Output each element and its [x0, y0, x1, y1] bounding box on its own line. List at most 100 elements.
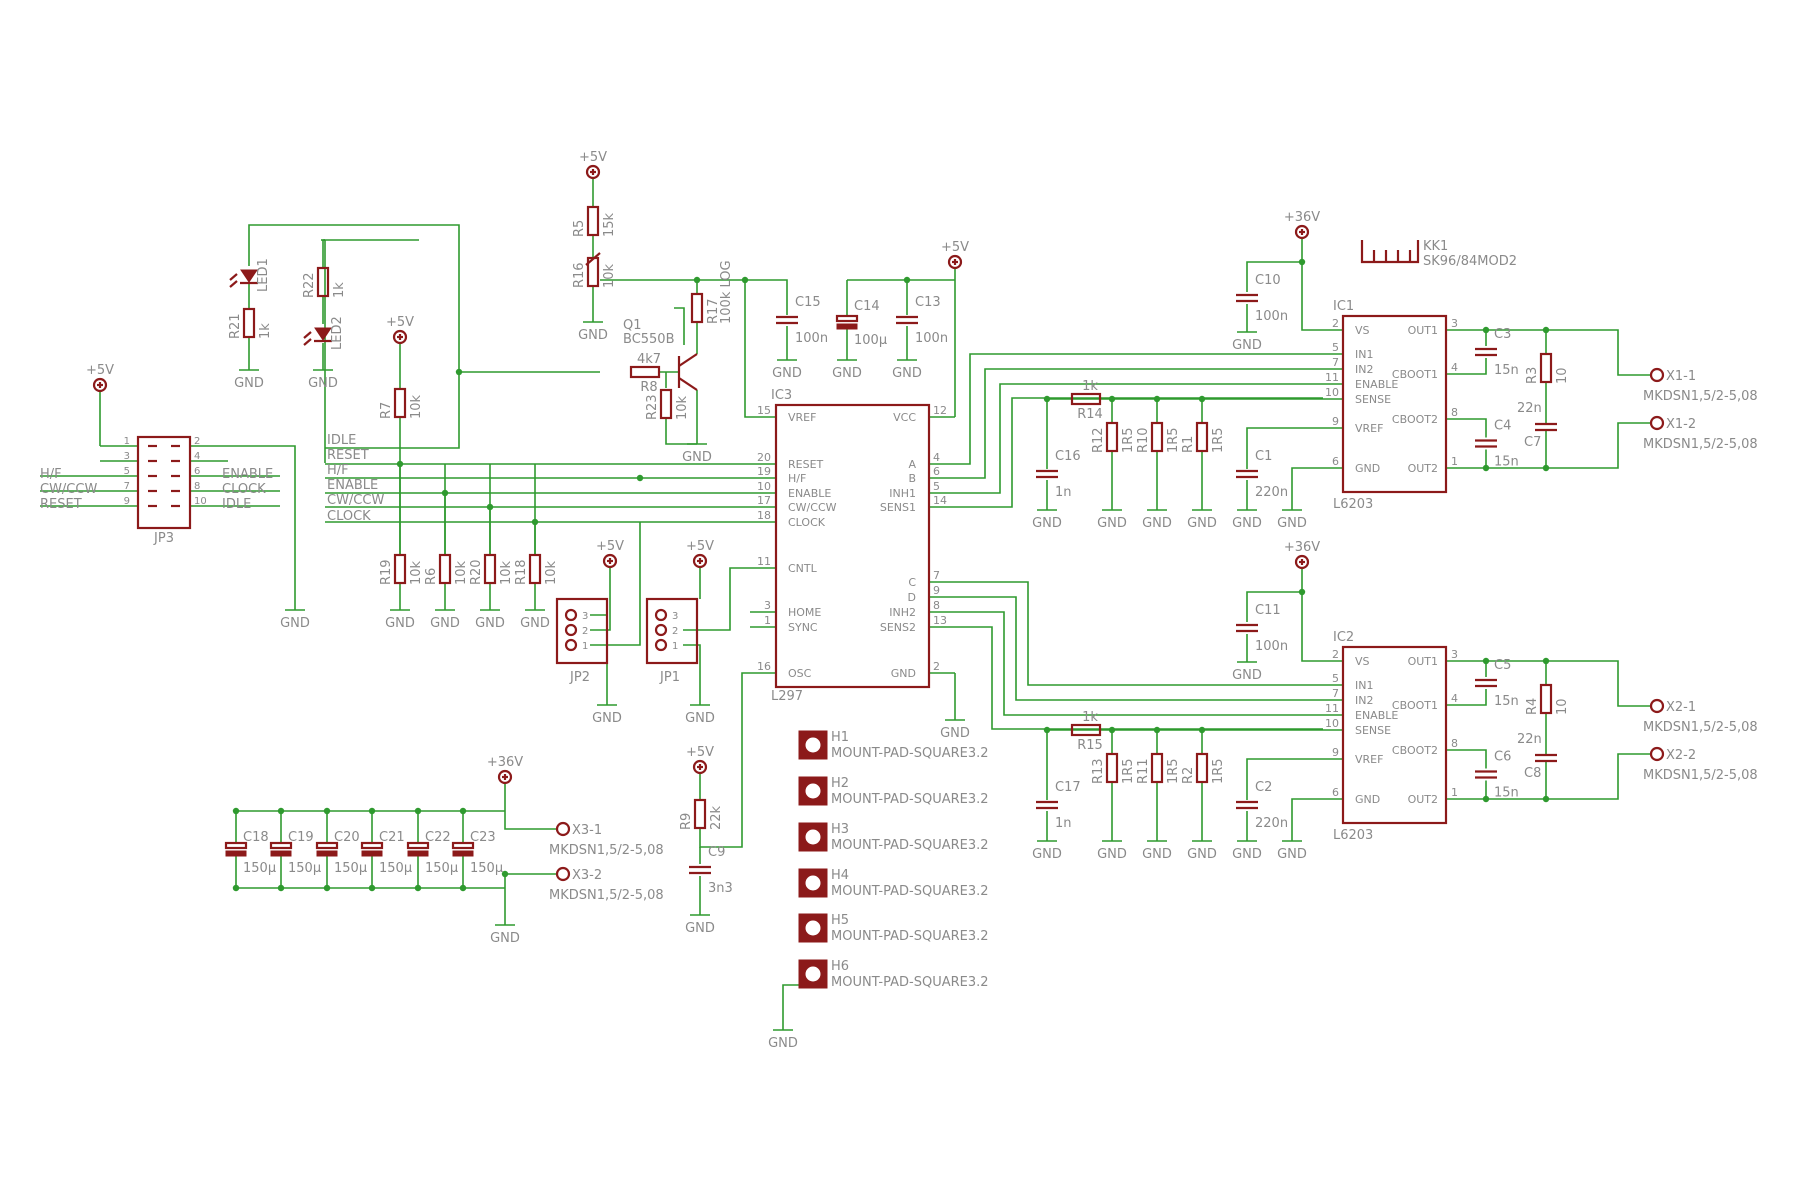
- capacitor-value: 3n3: [708, 881, 733, 896]
- capacitor-name: C11: [1255, 603, 1281, 618]
- resistor: [659, 388, 673, 420]
- ic3-pin-label: INH2: [889, 606, 916, 619]
- wire: [665, 418, 697, 445]
- terminal-type: MKDSN1,5/2-5,08: [1643, 768, 1758, 783]
- electrolytic-capacitor: [451, 841, 475, 850]
- l6203-pin-label: IN2: [1355, 363, 1373, 376]
- mount-pad-hole: [805, 829, 821, 845]
- mount-pad-name: H1: [831, 730, 849, 745]
- jp3-pin-number: 3: [124, 451, 130, 462]
- jp3-pin-number: 4: [194, 451, 200, 462]
- ic3-pin-number: 9: [933, 584, 940, 597]
- capacitor-value: 150µ: [470, 861, 503, 876]
- capacitor-value: 150µ: [288, 861, 321, 876]
- resistor-value: 10k: [454, 560, 469, 585]
- l6203-pin-number: 1: [1451, 786, 1458, 799]
- power-symbol: [497, 769, 513, 785]
- ic3-value: L297: [771, 689, 803, 704]
- l6203-name: IC1: [1333, 299, 1354, 314]
- resistor: [1539, 352, 1553, 384]
- resistor-name: R14: [1077, 407, 1103, 422]
- resistor: [693, 798, 707, 830]
- l6203-pin-label: CBOOT1: [1392, 699, 1438, 712]
- resistor: [690, 292, 704, 324]
- terminal-type: MKDSN1,5/2-5,08: [1643, 389, 1758, 404]
- electrolytic-capacitor-plate: [270, 850, 292, 857]
- l6203-pin-label: VREF: [1355, 753, 1383, 766]
- ground-label: GND: [490, 931, 520, 946]
- capacitor-value: 15n: [1494, 363, 1519, 378]
- resistor-name: R9: [679, 813, 694, 830]
- ic3-pin-number: 7: [933, 569, 940, 582]
- jumper-name: JP1: [659, 670, 680, 685]
- resistor-value: 100k LOG: [719, 260, 734, 324]
- l6203-pin-label: ENABLE: [1355, 709, 1398, 722]
- ground-label: GND: [1032, 847, 1062, 862]
- capacitor-value: 100µ: [854, 333, 887, 348]
- l6203-pin-number: 8: [1451, 737, 1458, 750]
- ground-label: GND: [682, 450, 712, 465]
- labels-layer: IC3L29715VREF20RESET19H/F10ENABLE17CW/CC…: [40, 150, 1758, 1051]
- resistor-value: 4k7: [637, 352, 661, 367]
- electrolytic-capacitor-plate: [316, 850, 338, 857]
- ground-label: GND: [1097, 516, 1127, 531]
- resistor: [586, 205, 600, 237]
- jp3-pin-number: 7: [124, 481, 130, 492]
- resistor-name: R1: [1181, 436, 1196, 453]
- electrolytic-capacitor: [835, 314, 859, 323]
- capacitor-value: 1n: [1055, 816, 1072, 831]
- resistor-value: 1R5: [1121, 427, 1136, 453]
- l6203-value: L6203: [1333, 828, 1373, 843]
- jumper-pin: [654, 623, 668, 637]
- resistor-value: 10k: [409, 394, 424, 419]
- mount-pad-type: MOUNT-PAD-SQUARE3.2: [831, 884, 989, 899]
- net-label: CW/CCW: [327, 493, 384, 508]
- resistor-name: R8: [640, 380, 657, 395]
- capacitor-value: 15n: [1494, 455, 1519, 470]
- jp3-pin-number: 5: [124, 466, 130, 477]
- l6203-pin-label: SENSE: [1355, 393, 1391, 406]
- wire: [1466, 422, 1651, 469]
- jumper-pin: [564, 638, 578, 652]
- ic3-pin-label: OSC: [788, 667, 812, 680]
- transistor-value: BC550B: [623, 332, 675, 347]
- l6203-pin-number: 11: [1325, 702, 1339, 715]
- resistor-name: R7: [379, 402, 394, 419]
- wire: [1291, 467, 1323, 510]
- capacitor-name: C9: [708, 845, 725, 860]
- jumper-pin-number: 2: [582, 626, 588, 637]
- ground-label: GND: [430, 616, 460, 631]
- jumper-pin: [564, 608, 578, 622]
- junction-dot: [232, 884, 240, 892]
- l6203-pin-label: CBOOT2: [1392, 413, 1438, 426]
- capacitor-name: C7: [1524, 435, 1541, 450]
- resistor-value: 1k: [1082, 379, 1098, 394]
- electrolytic-capacitor: [360, 841, 384, 850]
- jp3-pin-number: 9: [124, 496, 130, 507]
- l6203-pin-label: GND: [1355, 793, 1380, 806]
- ground-label: GND: [592, 711, 622, 726]
- terminal-name: X2-1: [1666, 700, 1696, 715]
- terminal-circle: [555, 821, 571, 837]
- wire: [590, 567, 611, 631]
- l6203-pin-number: 3: [1451, 648, 1458, 661]
- pot-arrow: [585, 252, 601, 266]
- mount-pad-hole: [805, 737, 821, 753]
- wire: [955, 383, 1323, 494]
- mount-pad-type: MOUNT-PAD-SQUARE3.2: [831, 929, 989, 944]
- capacitor-name: C20: [334, 830, 360, 845]
- capacitor-name: C6: [1494, 750, 1511, 765]
- electrolytic-capacitor-plate: [225, 850, 247, 857]
- ground-label: GND: [1187, 847, 1217, 862]
- resistor-value: 10k: [499, 560, 514, 585]
- junction-dot: [414, 807, 422, 815]
- junction-dot: [323, 884, 331, 892]
- terminal-type: MKDSN1,5/2-5,08: [1643, 720, 1758, 735]
- jumper-pin-number: 1: [582, 641, 588, 652]
- resistor: [393, 387, 407, 419]
- l6203-pin-number: 3: [1451, 317, 1458, 330]
- transistor-collector: [678, 353, 698, 367]
- resistor-value: 1k: [258, 323, 273, 339]
- power-label: +5V: [941, 240, 969, 255]
